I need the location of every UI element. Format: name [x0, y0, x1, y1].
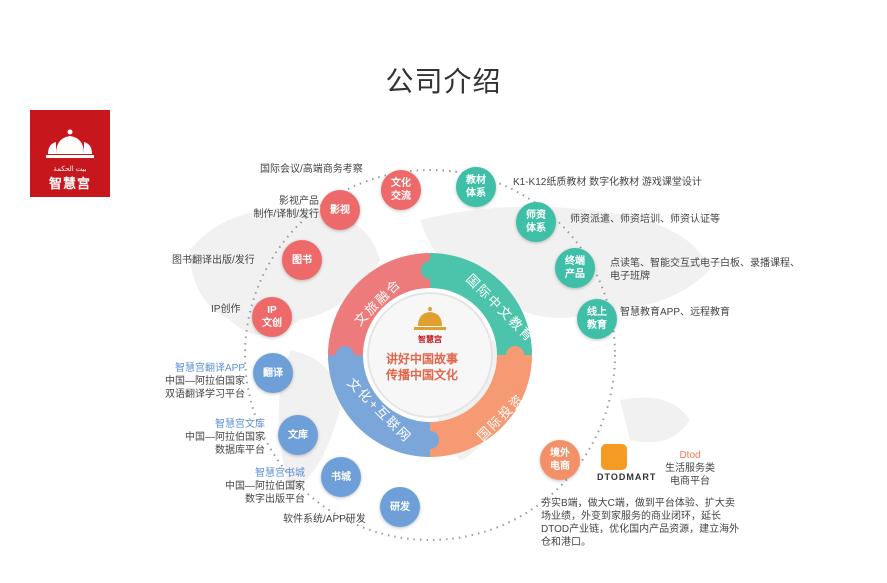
label-bookstore-name: 智慧宫书城: [255, 468, 305, 479]
label-teacher-system: 师资派遣、师资培训、师资认证等: [570, 214, 720, 225]
segment-intl-chinese-edu: [430, 253, 532, 355]
node-film: 影视: [320, 190, 360, 230]
puzzle-knob-bottom: [421, 431, 439, 449]
segment-culture-tourism: [328, 253, 430, 355]
node-teacher-system: 师资 体系: [516, 202, 556, 242]
label-overseas-ecommerce-desc: 夯实B端，做大C端，做到平台体验、扩大卖场业绩，外变到家服务的商业闭环，延长DT…: [541, 498, 740, 548]
node-cultural-exchange: 文化 交流: [381, 170, 421, 210]
label-translation-line2: 中国—阿拉伯国家: [165, 376, 245, 387]
label-bookstore-line2: 中国—阿拉伯国家: [225, 481, 305, 492]
label-books: 图书翻译出版/发行: [172, 255, 255, 266]
label-translation-line3: 双语翻译学习平台: [165, 389, 245, 400]
orbit-ring: [244, 169, 616, 541]
label-library-line3: 数据库平台: [215, 445, 265, 456]
label-bookstore: 智慧宫书城 中国—阿拉伯国家 数字出版平台: [205, 467, 305, 506]
label-translation-app: 智慧宫翻译APP: [174, 363, 245, 374]
label-film: 影视产品 制作/译制/发行: [234, 195, 319, 221]
label-film-line1: 影视产品: [279, 196, 319, 207]
node-translation: 翻译: [253, 353, 293, 393]
dtod-d-icon: [601, 444, 627, 470]
label-film-line2: 制作/译制/发行: [253, 209, 319, 220]
dome-icon: [46, 129, 94, 158]
center-slogan-line2: 传播中国文化: [385, 368, 458, 382]
node-bookstore: 书城: [321, 457, 361, 497]
logo-arabic-text: بيت الحكمة: [53, 166, 87, 173]
node-online-education: 线上 教育: [577, 299, 617, 339]
segment-culture-internet: [328, 355, 430, 457]
center-brand: 智慧宫: [418, 334, 442, 344]
label-dtod-name: Dtod: [679, 450, 701, 461]
page-title: 公司介绍: [385, 66, 502, 97]
label-translation: 智慧宫翻译APP 中国—阿拉伯国家 双语翻译学习平台: [145, 362, 245, 401]
label-terminal-line1: 点读笔、智能交互式电子白板、录播课程、: [610, 258, 800, 269]
label-library-name: 智慧宫文库: [215, 419, 265, 430]
label-library: 智慧宫文库 中国—阿拉伯国家 数据库平台: [165, 418, 265, 457]
label-library-line2: 中国—阿拉伯国家: [185, 432, 265, 443]
node-ip-creative: IP 文创: [252, 297, 292, 337]
puzzle-knob-right: [506, 346, 524, 364]
label-bookstore-line3: 数字出版平台: [245, 494, 305, 505]
puzzle-knob-left: [336, 346, 354, 364]
center-slogan-line1: 讲好中国故事: [385, 352, 458, 366]
dtod-logo-text: DTODMART: [597, 472, 657, 482]
label-terminal-products: 点读笔、智能交互式电子白板、录播课程、 电子班牌: [610, 257, 800, 283]
label-terminal-line2: 电子班牌: [610, 271, 650, 282]
label-rnd: 软件系统/APP研发: [283, 514, 366, 525]
node-rnd: 研发: [380, 487, 420, 527]
label-dtod-line2: 生活服务类: [665, 463, 715, 474]
label-online-education: 智慧教育APP、远程教育: [620, 307, 731, 318]
center-circle: [367, 292, 493, 418]
label-dtod-line3: 电商平台: [670, 476, 710, 487]
company-logo: بيت الحكمة 智慧宫: [30, 110, 110, 197]
center-slogan: 讲好中国故事 传播中国文化: [362, 351, 482, 383]
node-terminal-products: 终端 产品: [555, 248, 595, 288]
label-dtod: Dtod 生活服务类 电商平台: [660, 449, 720, 488]
segment-intl-investment: [430, 355, 532, 457]
label-ip-creative: IP创作: [211, 304, 241, 315]
node-library: 文库: [278, 415, 318, 455]
label-cultural-exchange: 国际会议/高端商务考察: [260, 164, 363, 175]
node-overseas-ecommerce: 境外 电商: [540, 440, 580, 480]
node-textbook-system: 教材 体系: [456, 167, 496, 207]
label-textbook-system: K1-K12纸质教材 数字化教材 游戏课堂设计: [513, 177, 702, 188]
logo-name: 智慧宫: [48, 176, 91, 191]
node-books: 图书: [282, 240, 322, 280]
puzzle-knob-top: [421, 261, 439, 279]
center-dome-icon: [414, 307, 446, 330]
